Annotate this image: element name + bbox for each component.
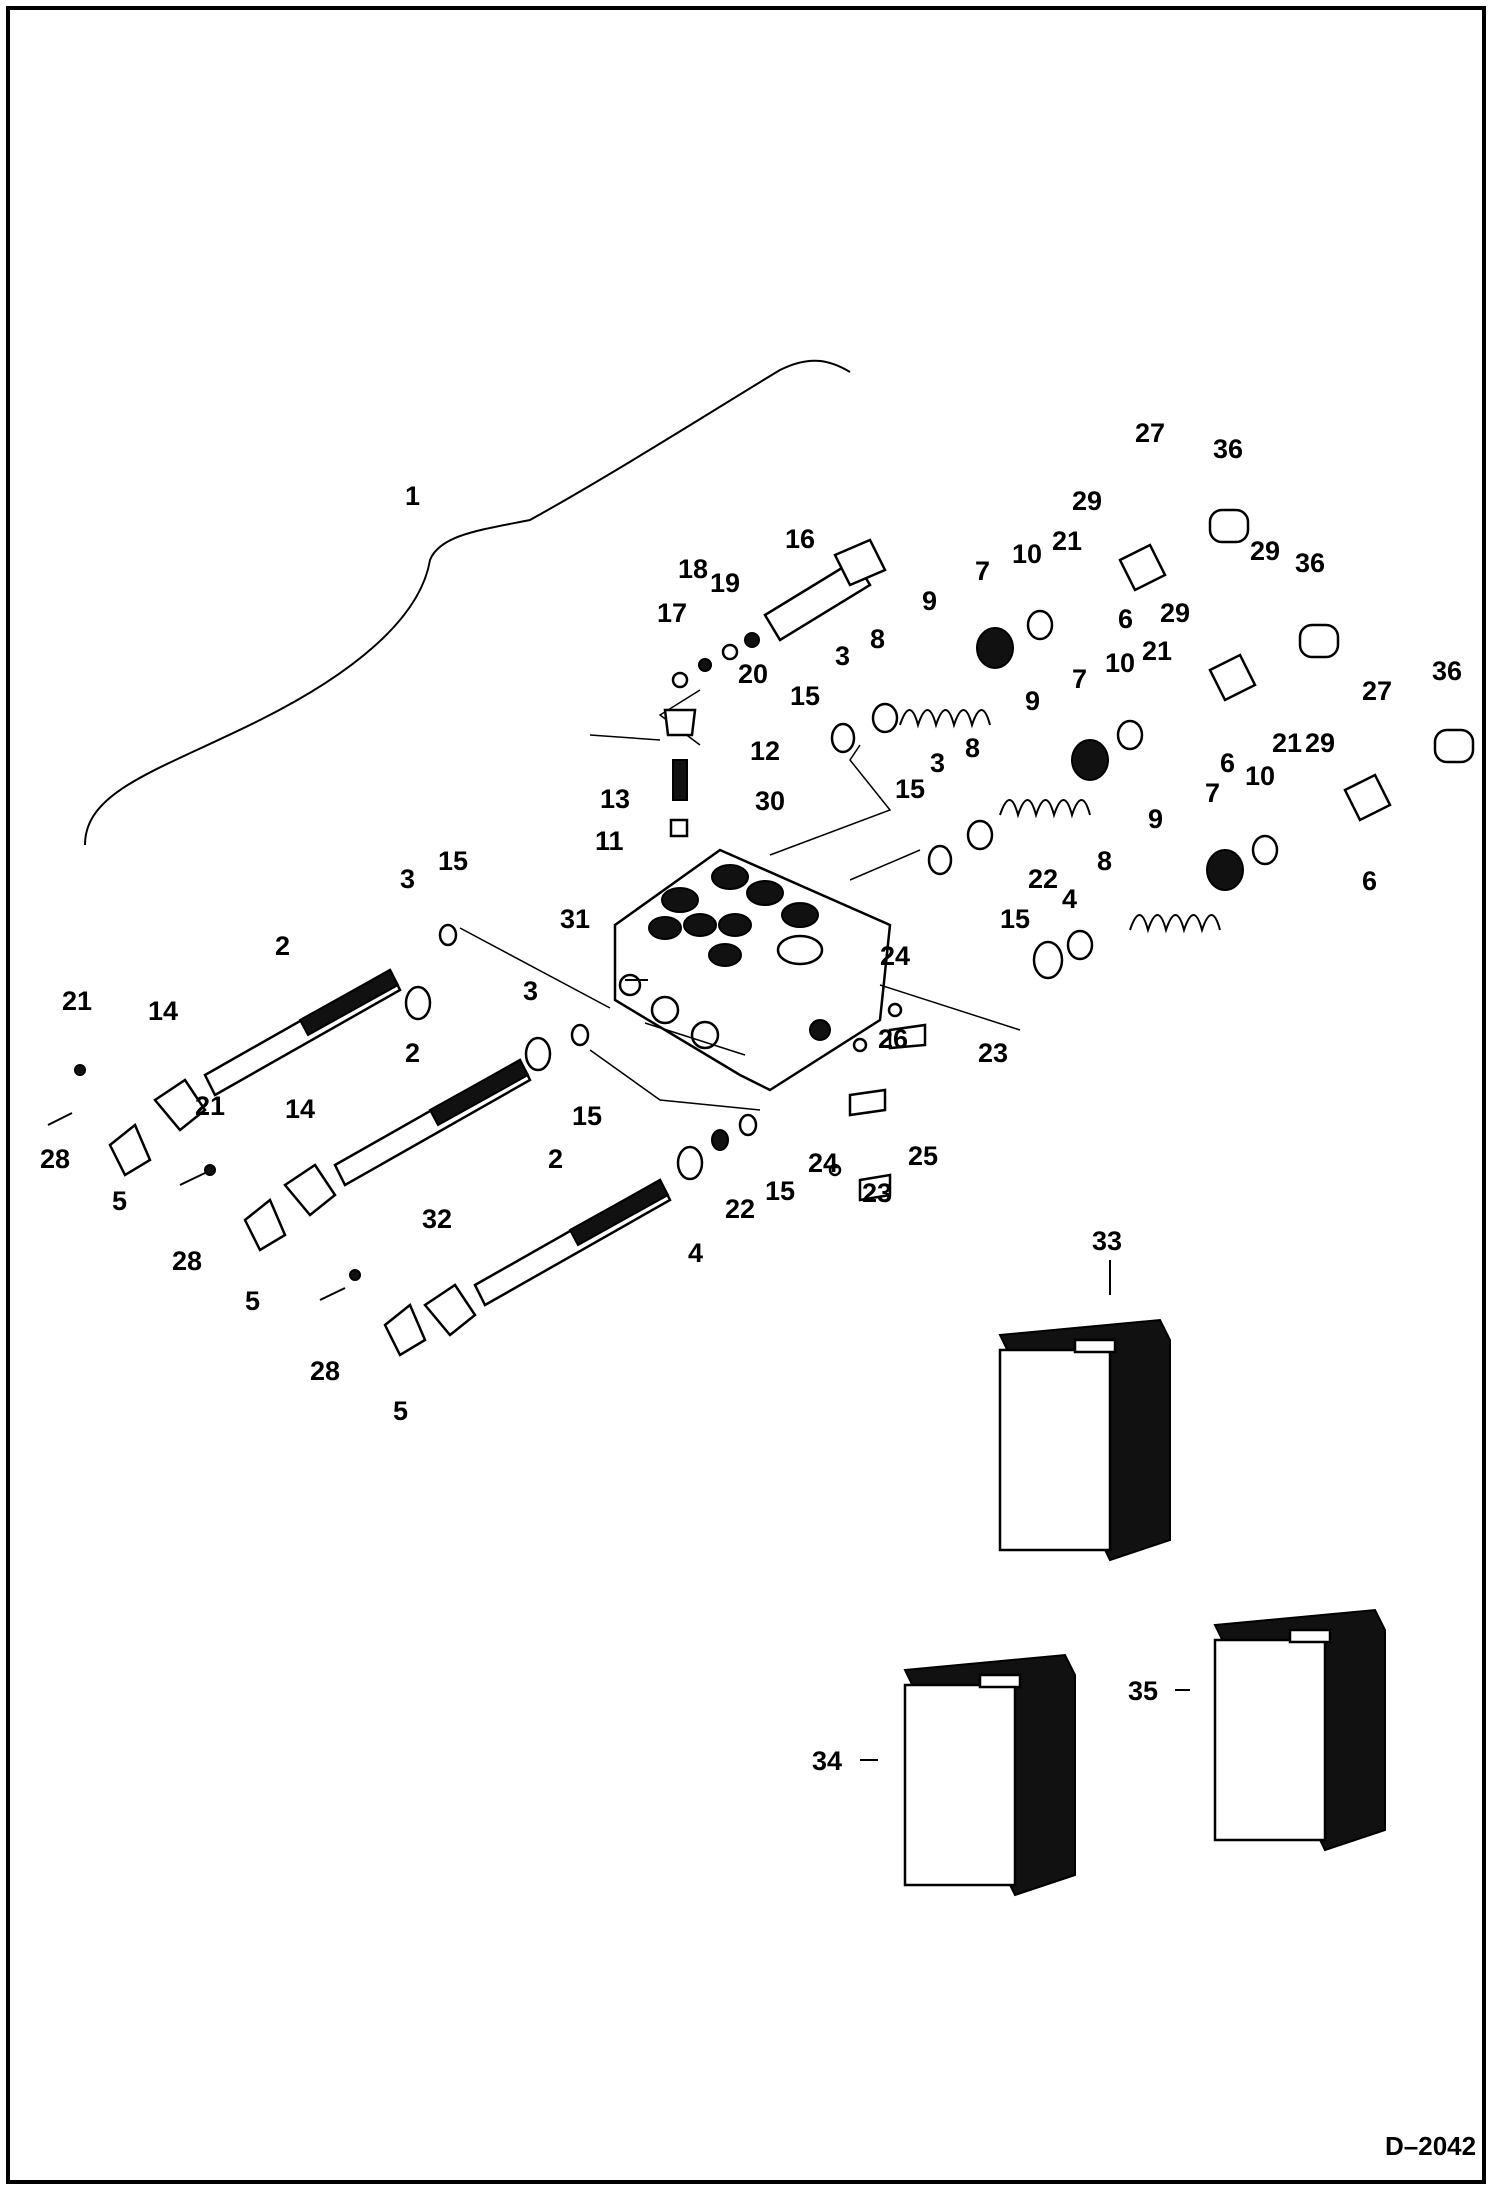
callout-8: 8	[1097, 846, 1112, 876]
callout-7: 7	[1072, 664, 1087, 694]
valve-body	[613, 848, 892, 1092]
callout-14: 14	[285, 1094, 315, 1124]
diagram-frame	[6, 6, 1486, 2184]
left-caps	[108, 1078, 477, 1357]
callout-19: 19	[710, 568, 740, 598]
callout-16: 16	[785, 524, 815, 554]
callout-6: 6	[1220, 748, 1235, 778]
callout-23: 23	[862, 1178, 892, 1208]
spool-middle	[333, 1058, 532, 1187]
callout-34: 34	[812, 1746, 842, 1776]
callout-15: 15	[790, 681, 820, 711]
callout-5: 5	[393, 1396, 408, 1426]
callout-8: 8	[965, 733, 980, 763]
callout-15: 15	[765, 1176, 795, 1206]
callout-7: 7	[975, 556, 990, 586]
callout-3: 3	[400, 864, 415, 894]
callout-33: 33	[1092, 1226, 1122, 1256]
callout-15: 15	[1000, 904, 1030, 934]
callout-17: 17	[657, 598, 687, 628]
callout-21: 21	[62, 986, 92, 1016]
callout-27: 27	[1362, 676, 1392, 706]
callout-10: 10	[1012, 539, 1042, 569]
callout-27: 27	[1135, 418, 1165, 448]
callout-labels: 1 2 2 2 3 3 3 3 4 4 5 5 5 6 6 6 7 7 7 8 …	[40, 418, 1462, 1776]
callout-29: 29	[1072, 486, 1102, 516]
callout-2: 2	[548, 1144, 563, 1174]
callout-9: 9	[1148, 804, 1163, 834]
callout-5: 5	[112, 1186, 127, 1216]
callout-29: 29	[1305, 728, 1335, 758]
spool-upper	[203, 968, 402, 1097]
callout-18: 18	[678, 554, 708, 584]
callout-3: 3	[523, 976, 538, 1006]
callout-23: 23	[978, 1038, 1008, 1068]
callout-36: 36	[1432, 656, 1462, 686]
callout-22: 22	[1028, 864, 1058, 894]
callout-28: 28	[310, 1356, 340, 1386]
callout-28: 28	[172, 1246, 202, 1276]
callout-4: 4	[688, 1238, 703, 1268]
callout-28: 28	[40, 1144, 70, 1174]
spring-row-2	[927, 653, 1257, 876]
callout-12: 12	[750, 736, 780, 766]
callout-4: 4	[1062, 884, 1077, 914]
label-leaders	[625, 979, 1190, 1761]
callout-14: 14	[148, 996, 178, 1026]
callout-15: 15	[895, 774, 925, 804]
callout-21: 21	[1272, 728, 1302, 758]
dashed-leaders	[459, 689, 1021, 1111]
callout-3: 3	[835, 641, 850, 671]
callout-35: 35	[1128, 1676, 1158, 1706]
callout-25: 25	[908, 1141, 938, 1171]
left-washers	[404, 923, 758, 1181]
covers	[1208, 508, 1475, 764]
callout-10: 10	[1245, 761, 1275, 791]
plugs	[828, 1002, 927, 1202]
callout-6: 6	[1118, 604, 1133, 634]
kit-box-34	[903, 1653, 1076, 1897]
callout-20: 20	[738, 659, 768, 689]
callout-21: 21	[1052, 526, 1082, 556]
callout-9: 9	[922, 586, 937, 616]
callout-1: 1	[405, 481, 420, 511]
callout-10: 10	[1105, 648, 1135, 678]
callout-24: 24	[808, 1148, 838, 1178]
callout-31: 31	[560, 904, 590, 934]
callout-6: 6	[1362, 866, 1377, 896]
callout-21: 21	[195, 1091, 225, 1121]
callout-30: 30	[755, 786, 785, 816]
callout-2: 2	[275, 931, 290, 961]
callout-3: 3	[930, 748, 945, 778]
callout-7: 7	[1205, 778, 1220, 808]
callout-26: 26	[878, 1024, 908, 1054]
callout-13: 13	[600, 784, 630, 814]
kit-box-33	[998, 1318, 1171, 1562]
callout-2: 2	[405, 1038, 420, 1068]
spool-lower	[473, 1178, 672, 1307]
callout-5: 5	[245, 1286, 260, 1316]
callout-9: 9	[1025, 686, 1040, 716]
spring-row-1	[830, 543, 1167, 754]
kit-box-35	[1213, 1608, 1386, 1852]
callout-22: 22	[725, 1194, 755, 1224]
callout-21: 21	[1142, 636, 1172, 666]
callout-24: 24	[880, 941, 910, 971]
callout-11: 11	[595, 826, 624, 856]
callout-8: 8	[870, 624, 885, 654]
callout-29: 29	[1160, 598, 1190, 628]
spring-row-3	[1032, 773, 1392, 980]
relief-valve	[663, 538, 887, 838]
left-screws	[47, 1064, 361, 1301]
callout-36: 36	[1295, 548, 1325, 578]
callout-15: 15	[572, 1101, 602, 1131]
drawing-code: D–2042	[1385, 2131, 1476, 2161]
callout-36: 36	[1213, 434, 1243, 464]
callout-15: 15	[438, 846, 468, 876]
assembly-brace	[84, 359, 851, 846]
callout-29: 29	[1250, 536, 1280, 566]
callout-32: 32	[422, 1204, 452, 1234]
